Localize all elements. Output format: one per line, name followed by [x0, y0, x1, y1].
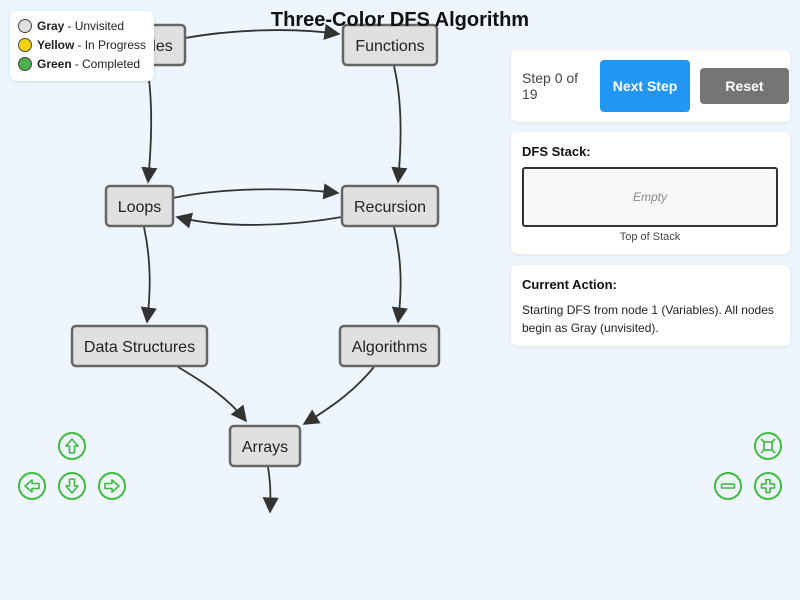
node-box	[341, 23, 439, 67]
node-box	[104, 184, 175, 228]
minus-icon	[720, 483, 736, 489]
legend-item-yellow: Yellow - In Progress	[18, 35, 146, 54]
pan-right-button[interactable]	[98, 472, 126, 500]
step-counter: Step 0 of 19	[522, 70, 579, 102]
node-loops[interactable]: Loops	[104, 184, 175, 228]
node-box	[338, 324, 441, 368]
current-action-panel: Current Action: Starting DFS from node 1…	[511, 265, 790, 346]
stack-caption: Top of Stack	[619, 231, 681, 243]
legend-description: - In Progress	[77, 37, 147, 52]
page-title: Three-Color DFS Algorithm	[270, 9, 530, 31]
legend-description: - Unvisited	[67, 18, 125, 33]
edge-data-structures-to-arrays	[177, 366, 247, 423]
arrow-right-icon	[104, 479, 120, 493]
edge-variables-to-functions	[184, 23, 341, 40]
action-heading: Current Action:	[522, 277, 617, 292]
edge-loops-to-recursion	[172, 183, 340, 200]
edge-recursion-to-loops	[175, 212, 343, 229]
node-data-structures[interactable]: Data Structures	[70, 324, 209, 368]
node-algorithms[interactable]: Algorithms	[338, 324, 441, 368]
pan-left-button[interactable]	[18, 472, 46, 500]
node-label: Algorithms	[352, 339, 428, 356]
zoom-out-button[interactable]	[714, 472, 742, 500]
legend-color-name: Yellow	[37, 37, 75, 52]
arrow-up-icon	[65, 438, 79, 454]
controls-panel: Step 0 of 19 Next Step Reset	[511, 50, 790, 122]
pan-up-button[interactable]	[58, 432, 86, 460]
node-label: Arrays	[242, 439, 288, 456]
arrow-down-icon	[65, 478, 79, 494]
edge-functions-to-recursion	[391, 65, 408, 184]
node-label: Functions	[355, 38, 424, 55]
reset-button[interactable]: Reset	[700, 68, 789, 104]
node-functions[interactable]: Functions	[341, 23, 439, 67]
node-box	[340, 184, 440, 228]
action-description: Starting DFS from node 1 (Variables). Al…	[522, 303, 774, 335]
gray-dot-icon	[18, 18, 32, 33]
dfs-stack-panel: DFS Stack: Empty Top of Stack	[511, 132, 790, 254]
edge-loops-to-data-structures	[140, 226, 157, 324]
legend-item-green: Green - Completed	[18, 54, 146, 73]
node-arrays[interactable]: Arrays	[228, 424, 302, 468]
next-step-button[interactable]: Next Step	[600, 60, 690, 112]
plus-icon	[760, 478, 776, 494]
node-box	[70, 324, 209, 368]
zoom-in-button[interactable]	[754, 472, 782, 500]
legend-color-name: Gray	[37, 18, 65, 33]
edge-algorithms-to-arrays	[302, 366, 375, 425]
stack-heading: DFS Stack:	[522, 144, 591, 159]
yellow-dot-icon	[18, 37, 32, 52]
fit-screen-icon	[760, 438, 776, 454]
edge-arrays-to-offscreen	[262, 466, 279, 514]
legend: Gray - Unvisited Yellow - In Progress Gr…	[10, 11, 154, 81]
legend-description: - Completed	[74, 56, 141, 71]
legend-color-name: Green	[37, 56, 72, 71]
pan-down-button[interactable]	[58, 472, 86, 500]
node-box	[228, 424, 302, 468]
edge-recursion-to-algorithms	[391, 226, 408, 324]
fit-view-button[interactable]	[754, 432, 782, 460]
green-dot-icon	[18, 56, 32, 71]
stack-box: Empty	[522, 167, 778, 227]
node-label: Recursion	[354, 199, 426, 216]
node-label: Loops	[118, 199, 162, 216]
arrow-left-icon	[24, 479, 40, 493]
node-recursion[interactable]: Recursion	[340, 184, 440, 228]
stack-empty-text: Empty	[632, 190, 667, 204]
edge-variables-to-loops	[141, 65, 158, 184]
node-label: Data Structures	[84, 339, 195, 356]
legend-item-gray: Gray - Unvisited	[18, 16, 146, 35]
